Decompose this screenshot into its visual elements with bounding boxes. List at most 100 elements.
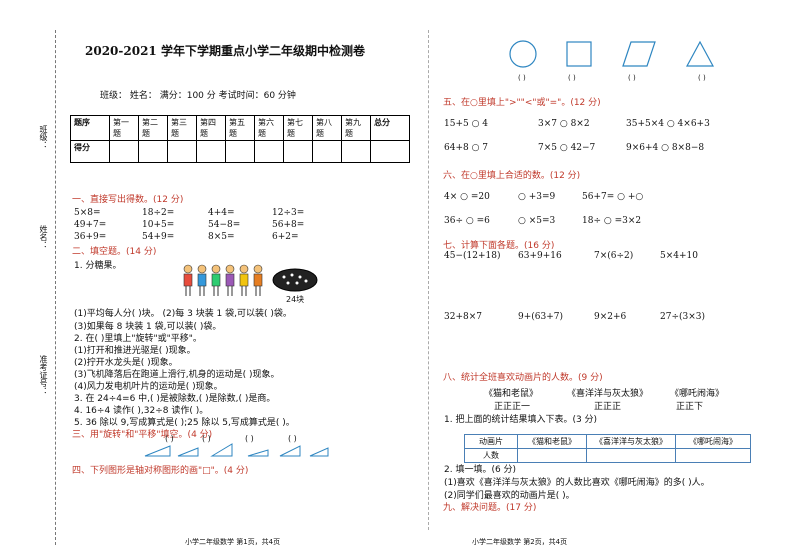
question-line: (2)同学们最喜欢的动画片是( )。: [444, 491, 575, 501]
stats-input-cell[interactable]: [586, 448, 676, 463]
question-line: 4. 16÷4 读作( ),32÷8 读作( )。: [74, 406, 209, 416]
binding-name-label: 姓名：: [39, 225, 48, 249]
cartoon-stats-table: 动画片 《猫和老鼠》 《喜洋洋与灰太狼》 《哪吒闹海》 人数: [464, 434, 751, 463]
compare-item: 3×7 ○ 8×2: [538, 119, 590, 129]
section-3-heading: 三、用"旋转"和"平移"填空。(4 分): [72, 430, 213, 440]
compare-item: 9×6+4 ○ 8×8−8: [626, 143, 705, 153]
fill-item: 56+7= ○ +○: [582, 192, 644, 202]
section-9-heading: 九、解决问题。(17 分): [443, 503, 537, 513]
page-title: 2020-2021 学年下学期重点小学二年级期中检测卷: [85, 44, 365, 58]
question-line: (2)拧开水龙头是( )现象。: [74, 358, 178, 368]
fill-item: 18÷ ○ =3×2: [582, 216, 642, 226]
fill-item: ○ +3=9: [518, 192, 556, 202]
shape-answer-blank[interactable]: ( ): [698, 74, 706, 82]
math-item: 5×8=: [74, 208, 101, 218]
page-divider: [428, 30, 429, 530]
fill-item: 4× ○ =20: [444, 192, 490, 202]
section-6-heading: 六、在○里填上合适的数。(12 分): [443, 171, 581, 181]
question-line: (4)风力发电机叶片的运动是( )现象。: [74, 382, 223, 392]
compare-item: 15+5 ○ 4: [444, 119, 489, 129]
stats-input-cell[interactable]: [675, 448, 751, 463]
math-item: 18÷2=: [142, 208, 175, 218]
calc-item: 63+9+16: [518, 251, 562, 261]
score-cell: 题序: [70, 115, 110, 141]
stats-cell: 人数: [464, 448, 518, 463]
score-cell: 第七题: [283, 115, 313, 141]
transform-blank-2[interactable]: ( ): [202, 434, 211, 443]
score-cell: 第九题: [341, 115, 371, 141]
question-line: 1. 把上面的统计结果填入下表。(3 分): [444, 415, 598, 425]
math-item: 54+9=: [142, 232, 175, 242]
cartoon-name: 《猫和老鼠》: [484, 389, 539, 399]
section-4-heading: 四、下列图形是轴对称图形的画"□"。(4 分): [72, 466, 249, 476]
symmetry-shapes: [509, 40, 715, 68]
shape-answer-blank[interactable]: ( ): [628, 74, 636, 82]
footer-left: 小学二年级数学 第1页，共4页: [185, 538, 281, 546]
calc-item: 27÷(3×3): [660, 312, 706, 322]
binding-class-label: 班级：: [39, 125, 48, 149]
footer-right: 小学二年级数学 第2页，共4页: [472, 538, 568, 546]
children-illustration: [183, 264, 263, 296]
score-cell: 得分: [70, 140, 110, 163]
question-line: 2. 填一填。(6 分): [444, 465, 517, 475]
transform-blank-1[interactable]: ( ): [165, 434, 174, 443]
stats-input-cell[interactable]: [517, 448, 587, 463]
transform-blank-4[interactable]: ( ): [288, 434, 297, 443]
candy-plate-illustration: [272, 268, 318, 292]
section-2-heading: 二、填空题。(14 分): [72, 247, 157, 257]
math-item: 36+9=: [74, 232, 107, 242]
cartoon-name: 《喜洋洋与灰太狼》: [567, 389, 649, 399]
tally-marks: 正正正一: [494, 402, 531, 412]
score-cell: 第五题: [225, 115, 255, 141]
question-line: (3)飞机降落后在跑道上滑行,机身的运动是( )现象。: [74, 370, 280, 380]
score-table: 题序 第一题 第二题 第三题 第四题 第五题 第六题 第七题 第八题 第九题 总…: [70, 115, 410, 163]
tally-marks: 正正下: [676, 402, 704, 412]
candy-count-label: 24块: [286, 295, 305, 304]
binding-ticket-label: 准考证号：: [39, 355, 48, 395]
stats-cell: 《哪吒闹海》: [675, 434, 751, 449]
score-cell: 第二题: [138, 115, 168, 141]
stats-cell: 《猫和老鼠》: [517, 434, 587, 449]
section-1-heading: 一、直接写出得数。(12 分): [72, 195, 184, 205]
section-8-heading: 八、统计全班喜欢动画片的人数。(9 分): [443, 373, 603, 383]
question-line: (1)平均每人分( )块。 (2)每 3 块装 1 袋,可以装( )袋。: [74, 309, 292, 319]
score-cell: 第八题: [312, 115, 342, 141]
question-line: 2. 在( )里填上"旋转"或"平移"。: [74, 334, 202, 344]
shape-answer-blank[interactable]: ( ): [568, 74, 576, 82]
math-item: 6+2=: [272, 232, 299, 242]
stats-cell: 动画片: [464, 434, 518, 449]
question-line: (1)喜欢《喜洋洋与灰太狼》的人数比喜欢《哪吒闹海》的多( )人。: [444, 478, 710, 488]
math-item: 8×5=: [208, 232, 235, 242]
section-7-heading: 七、计算下面各题。(16 分): [443, 241, 555, 251]
calc-item: 9×2+6: [594, 312, 627, 322]
score-cell: 第三题: [167, 115, 197, 141]
question-line: 5. 36 除以 9,写成算式是( );25 除以 5,写成算式是( )。: [74, 418, 295, 428]
fill-item: ○ ×5=3: [518, 216, 556, 226]
math-item: 12÷3=: [272, 208, 305, 218]
tally-marks: 正正正: [594, 402, 622, 412]
calc-item: 9+(63+7): [518, 312, 564, 322]
compare-item: 35+5×4 ○ 4×6+3: [626, 119, 710, 129]
calc-item: 5×4+10: [660, 251, 698, 261]
transform-figures: [144, 443, 329, 457]
math-item: 56+8=: [272, 220, 305, 230]
section-5-heading: 五、在○里填上">""<"或"="。(12 分): [443, 98, 601, 108]
calc-item: 32+8×7: [444, 312, 482, 322]
question-line: (1)打开和推进光驱是( )现象。: [74, 346, 196, 356]
calc-item: 7×(6÷2): [594, 251, 634, 261]
transform-blank-3[interactable]: ( ): [245, 434, 254, 443]
shape-answer-blank[interactable]: ( ): [518, 74, 526, 82]
calc-item: 45−(12+18): [444, 251, 501, 261]
math-item: 54−8=: [208, 220, 241, 230]
exam-info: 班级： 姓名： 满分：100 分 考试时间：60 分钟: [100, 91, 296, 101]
score-cell: 第四题: [196, 115, 226, 141]
cartoon-name: 《哪吒闹海》: [670, 389, 725, 399]
score-cell: 总分: [370, 115, 410, 141]
math-item: 10+5=: [142, 220, 175, 230]
binding-line: [55, 30, 56, 545]
question-line: (3)如果每 8 块装 1 袋,可以装( )袋。: [74, 322, 222, 332]
math-item: 49+7=: [74, 220, 107, 230]
math-item: 4+4=: [208, 208, 235, 218]
compare-item: 64+8 ○ 7: [444, 143, 489, 153]
compare-item: 7×5 ○ 42−7: [538, 143, 596, 153]
